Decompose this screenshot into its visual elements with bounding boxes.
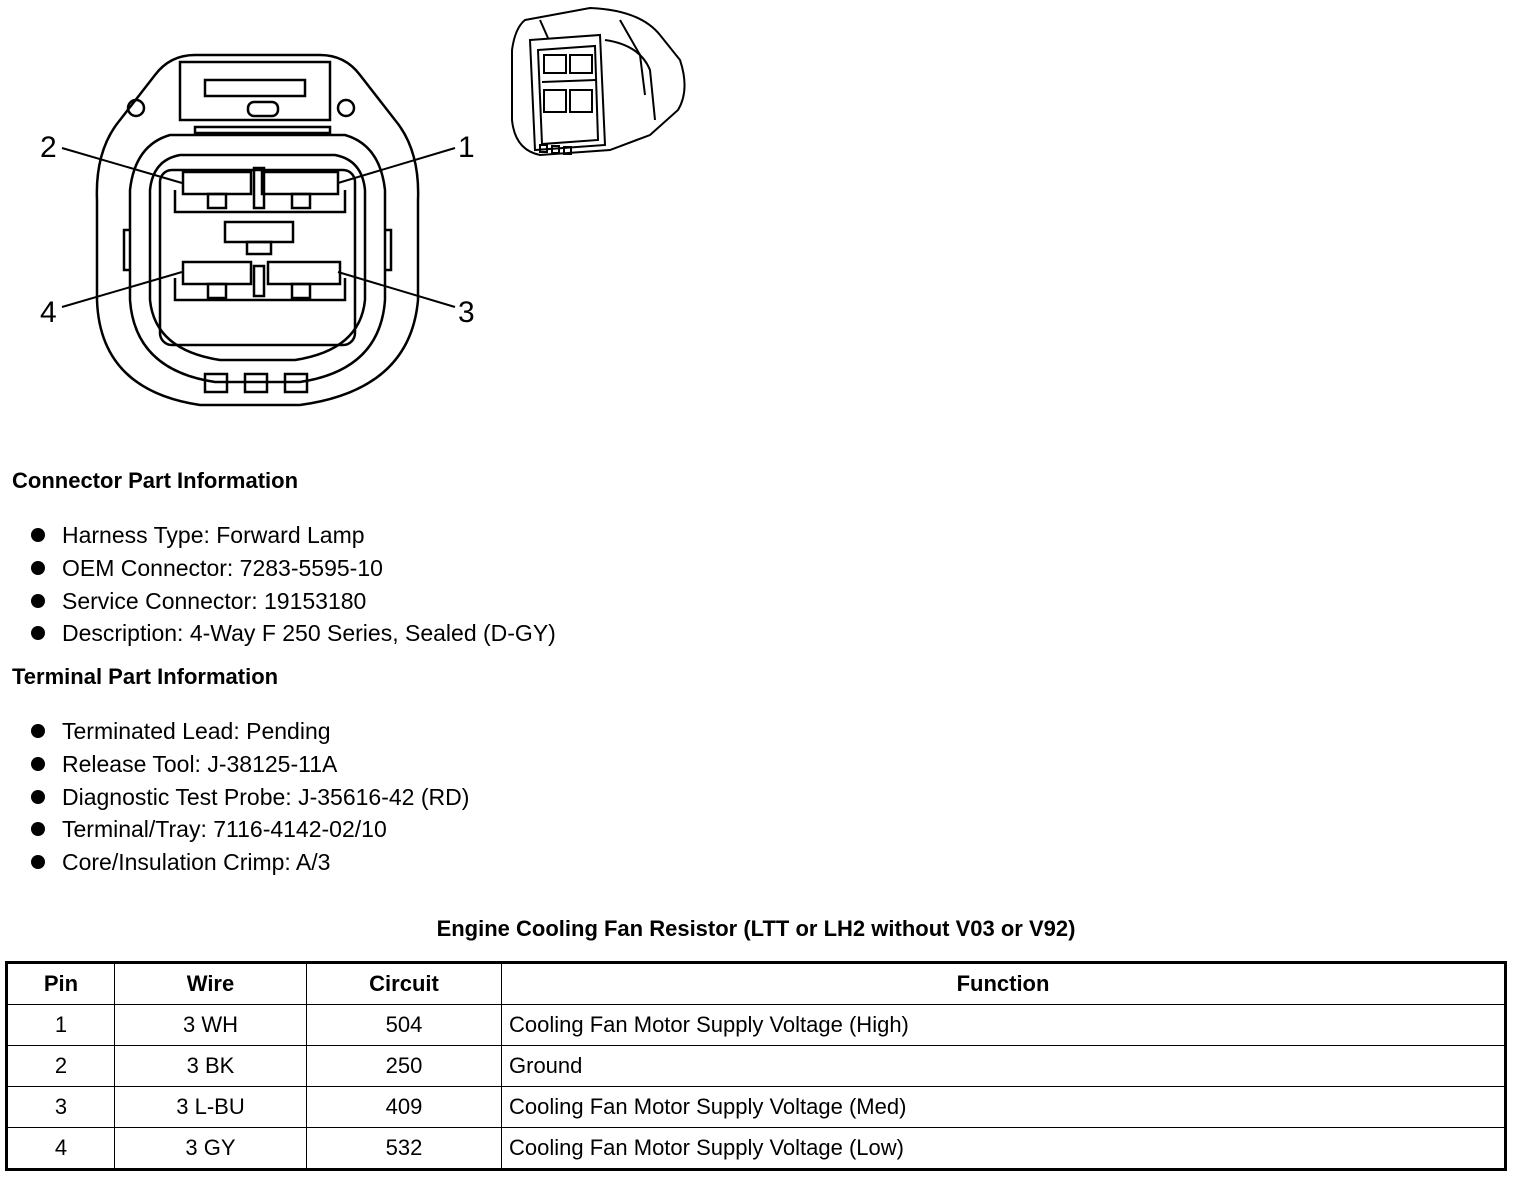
cell-function: Ground (501, 1045, 1506, 1087)
pin-label-3: 3 (458, 296, 475, 329)
connector-info-list: Harness Type: Forward Lamp OEM Connector… (0, 519, 556, 650)
cell-function: Cooling Fan Motor Supply Voltage (Low) (501, 1127, 1506, 1170)
pinout-table: Pin Wire Circuit Function 1 3 WH 504 Coo… (5, 961, 1507, 1171)
cell-circuit: 409 (306, 1086, 502, 1128)
column-header-pin: Pin (6, 962, 115, 1005)
list-item: Terminated Lead: Pending (0, 715, 469, 748)
cell-function: Cooling Fan Motor Supply Voltage (Med) (501, 1086, 1506, 1128)
connector-diagram: 2 1 4 3 (40, 6, 686, 407)
cell-pin: 3 (6, 1086, 115, 1128)
cell-wire: 3 L-BU (114, 1086, 307, 1128)
bullet-icon (31, 789, 45, 804)
table-row: 3 3 L-BU 409 Cooling Fan Motor Supply Vo… (6, 1086, 1506, 1128)
terminal-info-heading: Terminal Part Information (12, 664, 279, 689)
terminal-info-list: Terminated Lead: Pending Release Tool: J… (0, 715, 469, 879)
table-row: 1 3 WH 504 Cooling Fan Motor Supply Volt… (6, 1004, 1506, 1046)
column-header-function: Function (501, 962, 1506, 1005)
list-item: Harness Type: Forward Lamp (0, 519, 556, 552)
bullet-icon (31, 527, 45, 542)
cell-wire: 3 BK (114, 1045, 307, 1087)
pin-label-2: 2 (40, 131, 57, 164)
cell-wire: 3 GY (114, 1127, 307, 1170)
table-header-row: Pin Wire Circuit Function (6, 962, 1506, 1005)
connector-info-heading: Connector Part Information (12, 468, 299, 493)
cell-wire: 3 WH (114, 1004, 307, 1046)
cell-circuit: 532 (306, 1127, 502, 1170)
cell-function: Cooling Fan Motor Supply Voltage (High) (501, 1004, 1506, 1046)
list-item: Service Connector: 19153180 (0, 585, 556, 618)
bullet-icon (31, 593, 45, 608)
bullet-icon (31, 822, 45, 837)
cell-circuit: 504 (306, 1004, 502, 1046)
table-row: 4 3 GY 532 Cooling Fan Motor Supply Volt… (6, 1127, 1506, 1170)
cell-pin: 1 (6, 1004, 115, 1046)
cell-pin: 2 (6, 1045, 115, 1087)
bullet-icon (31, 855, 45, 870)
list-item: OEM Connector: 7283-5595-10 (0, 552, 556, 585)
column-header-circuit: Circuit (306, 962, 502, 1005)
pin-label-1: 1 (458, 131, 475, 164)
pin-label-4: 4 (40, 296, 57, 329)
bullet-icon (31, 626, 45, 641)
bullet-icon (31, 756, 45, 771)
list-item: Core/Insulation Crimp: A/3 (0, 846, 469, 879)
list-item: Terminal/Tray: 7116-4142-02/10 (0, 813, 469, 846)
pin-leader-lines (61, 147, 456, 308)
cell-pin: 4 (6, 1127, 115, 1170)
table-row: 2 3 BK 250 Ground (6, 1045, 1506, 1087)
list-item: Description: 4-Way F 250 Series, Sealed … (0, 617, 556, 650)
list-item: Diagnostic Test Probe: J-35616-42 (RD) (0, 781, 469, 814)
column-header-wire: Wire (114, 962, 307, 1005)
connector-face (95, 53, 420, 407)
list-item: Release Tool: J-38125-11A (0, 748, 469, 781)
cell-circuit: 250 (306, 1045, 502, 1087)
table-title: Engine Cooling Fan Resistor (LTT or LH2 … (436, 916, 1076, 941)
connector-isometric-view (511, 6, 686, 157)
bullet-icon (31, 560, 45, 575)
bullet-icon (31, 723, 45, 738)
